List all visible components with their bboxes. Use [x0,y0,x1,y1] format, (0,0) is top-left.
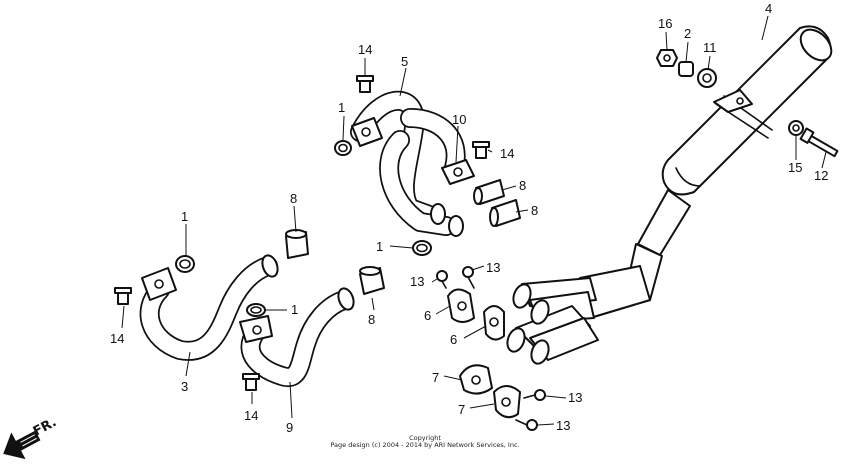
bolt-13-d[interactable] [515,419,538,431]
bolt-14-left[interactable] [114,287,132,305]
bolt-13-b[interactable] [462,266,475,289]
clamp-7-b[interactable] [493,385,521,419]
callout-14: 14 [358,42,372,57]
callout-4: 4 [765,1,772,16]
callout-8: 8 [368,312,375,327]
collar-2[interactable] [678,61,694,77]
callout-12: 12 [814,168,828,183]
callout-13: 13 [556,418,570,433]
collector-assembly[interactable] [504,243,663,366]
clamp-7-a[interactable] [459,364,493,395]
callout-13: 13 [486,260,500,275]
callout-3: 3 [181,379,188,394]
front-arrow-icon [3,430,41,460]
exhaust-pipe-5[interactable] [350,90,466,237]
callout-9: 9 [286,420,293,435]
bolt-12[interactable] [799,127,839,158]
callout-13: 13 [568,390,582,405]
callout-1: 1 [338,100,345,115]
callout-5: 5 [401,54,408,69]
clamp-6-a[interactable] [447,288,475,323]
callout-1: 1 [181,209,188,224]
bolt-14-mid[interactable] [472,141,490,159]
sleeve-8-left[interactable] [285,229,309,259]
gasket-1-mid[interactable] [412,240,432,256]
nut-16[interactable] [656,49,678,67]
callout-16: 16 [658,16,672,31]
bolt-13-a[interactable] [436,270,448,289]
callout-8: 8 [531,203,538,218]
callout-15: 15 [788,160,802,175]
callout-7: 7 [458,402,465,417]
callout-10: 10 [452,112,466,127]
callout-14: 14 [500,146,514,161]
exhaust-pipe-3[interactable] [139,253,280,361]
sleeve-8-b[interactable] [489,199,521,227]
washer-15[interactable] [788,120,804,136]
callout-11: 11 [703,40,717,55]
copyright-line: Copyright [409,434,441,442]
callout-6: 6 [424,308,431,323]
callout-1: 1 [291,302,298,317]
muffler[interactable] [637,24,837,256]
bolt-13-c[interactable] [523,389,546,401]
exhaust-flange-10[interactable] [441,159,475,185]
callout-7: 7 [432,370,439,385]
front-label: FR. [31,415,59,440]
rubber-11[interactable] [697,68,717,88]
callout-1: 1 [376,239,383,254]
callout-8: 8 [290,191,297,206]
callout-14: 14 [110,331,124,346]
page-design-credit: Page design (c) 2004 - 2014 by ARI Netwo… [330,441,519,449]
callout-14: 14 [244,408,258,423]
callouts: 14 5 1 10 14 8 8 8 1 1 1 8 14 3 14 9 13 … [110,1,828,435]
leader-lines [121,15,827,426]
sleeve-8-mid[interactable] [359,266,385,295]
callout-13: 13 [410,274,424,289]
exhaust-pipe-9[interactable] [239,286,356,387]
gasket-1-upper[interactable] [334,140,352,156]
front-direction-indicator: FR. [3,415,59,460]
callout-2: 2 [684,26,691,41]
gasket-1-lower[interactable] [246,303,266,317]
gasket-1-left[interactable] [175,255,195,273]
clamp-6-b[interactable] [483,305,505,341]
bolt-14-top[interactable] [356,75,374,93]
callout-6: 6 [450,332,457,347]
callout-8: 8 [519,178,526,193]
sleeve-8-a[interactable] [473,179,505,205]
bolt-14-bottom[interactable] [242,373,260,391]
